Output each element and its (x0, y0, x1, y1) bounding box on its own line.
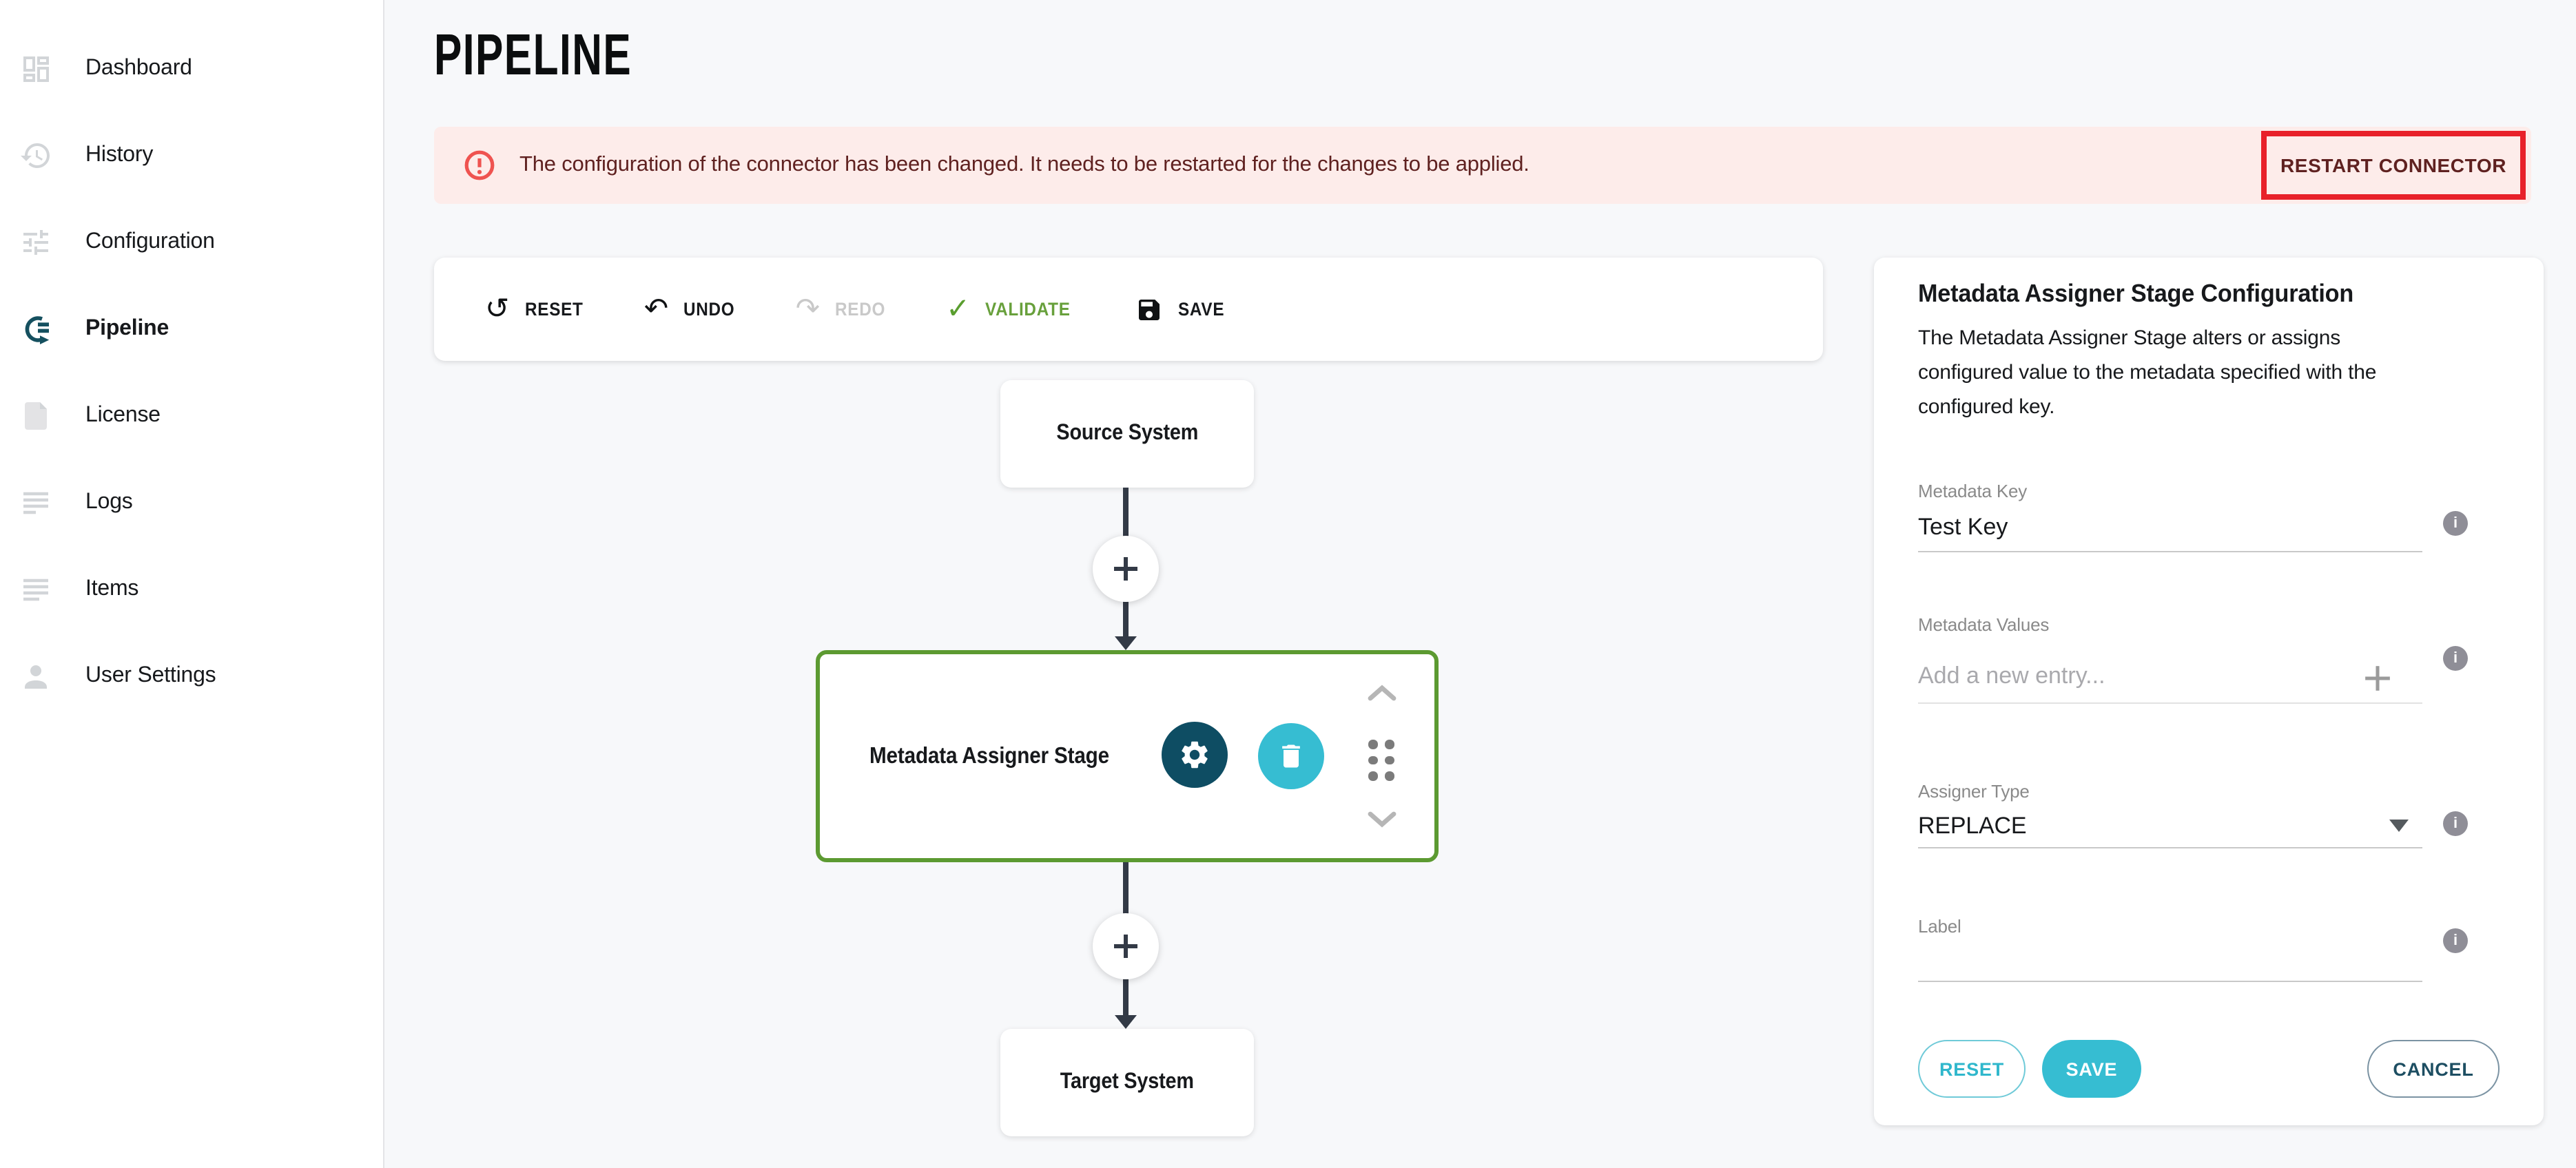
alert-banner: The configuration of the connector has b… (434, 127, 2531, 204)
label-input[interactable] (1918, 946, 2422, 974)
source-system-label: Source System (1056, 421, 1198, 445)
history-icon (21, 143, 50, 168)
sidebar-item-items[interactable]: Items (0, 556, 383, 623)
sidebar-item-label: Configuration (85, 230, 215, 253)
pipeline-icon (25, 316, 50, 344)
redo-icon: ↷ (795, 292, 820, 325)
validate-button[interactable]: ✓ VALIDATE (945, 292, 1080, 325)
sidebar-item-label: Logs (85, 490, 133, 514)
validate-label: VALIDATE (985, 299, 1071, 320)
reset-icon: ↺ (485, 292, 509, 325)
alert-icon (464, 150, 495, 180)
page-title: PIPELINE (434, 22, 632, 87)
add-stage-button-bottom[interactable] (1093, 913, 1159, 979)
save-pipeline-button[interactable]: SAVE (1135, 295, 1229, 323)
metadata-key-info-icon[interactable]: i (2443, 511, 2468, 536)
redo-label: REDO (834, 299, 885, 320)
dashboard-icon (23, 56, 49, 82)
undo-button[interactable]: ↶ UNDO (644, 292, 741, 325)
assigner-type-info-icon[interactable]: i (2443, 811, 2468, 836)
sidebar-item-user-settings[interactable]: User Settings (0, 643, 383, 709)
restart-connector-label: RESTART CONNECTOR (2280, 154, 2507, 176)
stage-drag-handle[interactable] (1368, 740, 1394, 780)
reset-pipeline-button[interactable]: ↺ RESET (485, 292, 589, 325)
metadata-values-info-icon[interactable]: i (2443, 646, 2468, 671)
assigner-type-label: Assigner Type (1918, 781, 2030, 802)
tune-icon (23, 230, 48, 255)
plus-icon (1114, 557, 1137, 581)
items-icon (23, 578, 48, 601)
move-stage-down-button chevron-down-icon[interactable] (1367, 811, 1397, 828)
sidebar-item-logs[interactable]: Logs (0, 470, 383, 536)
sidebar-item-label: Pipeline (85, 317, 169, 340)
sidebar-item-label: History (85, 143, 154, 167)
target-system-node[interactable]: Target System (1000, 1029, 1254, 1136)
field-underline (1918, 702, 2422, 704)
save-label: SAVE (1177, 299, 1224, 320)
undo-label: UNDO (683, 299, 735, 320)
target-system-label: Target System (1060, 1070, 1195, 1094)
metadata-values-input[interactable] (1918, 663, 2359, 690)
stage-configuration-panel: Metadata Assigner Stage Configuration Th… (1874, 258, 2544, 1125)
metadata-key-input[interactable] (1918, 514, 2422, 541)
arrowhead-down-icon (1115, 1015, 1137, 1029)
dropdown-caret-icon[interactable] (2389, 820, 2409, 832)
sidebar-item-license[interactable]: License (0, 383, 383, 449)
logs-icon (23, 492, 48, 514)
check-icon: ✓ (945, 292, 970, 325)
sidebar-item-label: Items (85, 577, 139, 601)
gear-icon (1182, 741, 1208, 769)
stage-settings-button[interactable] (1162, 722, 1228, 788)
field-underline (1918, 981, 2422, 982)
label-field-label: Label (1918, 916, 1961, 937)
sidebar: Dashboard History Configuration Pipeline (0, 0, 384, 1168)
sidebar-item-pipeline[interactable]: Pipeline (0, 296, 383, 362)
add-entry-button plus-icon[interactable] (2363, 664, 2392, 693)
trash-icon (1282, 744, 1300, 768)
source-system-node[interactable]: Source System (1000, 380, 1254, 488)
add-stage-button-top[interactable] (1093, 536, 1159, 602)
arrowhead-down-icon (1115, 636, 1137, 650)
field-underline (1918, 551, 2422, 552)
reset-label: RESET (524, 299, 583, 320)
pipeline-toolbar: ↺ RESET ↶ UNDO ↷ REDO ✓ VALIDATE SAVE (434, 258, 1823, 361)
sidebar-item-configuration[interactable]: Configuration (0, 209, 383, 275)
panel-description: The Metadata Assigner Stage alters or as… (1918, 326, 2377, 419)
panel-save-button[interactable]: SAVE (2042, 1040, 2141, 1098)
sidebar-item-label: License (85, 404, 161, 427)
label-info-icon[interactable]: i (2443, 928, 2468, 953)
stage-delete-button[interactable] (1258, 723, 1324, 789)
license-icon (25, 402, 47, 430)
stage-label: Metadata Assigner Stage (869, 743, 1109, 768)
redo-button[interactable]: ↷ REDO (795, 292, 891, 325)
sidebar-item-label: Dashboard (85, 56, 192, 80)
restart-connector-button[interactable]: RESTART CONNECTOR (2261, 131, 2526, 200)
metadata-values-label: Metadata Values (1918, 614, 2050, 635)
plus-icon (1114, 935, 1137, 958)
panel-cancel-button[interactable]: CANCEL (2367, 1040, 2500, 1098)
user-icon (25, 665, 47, 689)
sidebar-item-label: User Settings (85, 664, 216, 687)
metadata-assigner-stage-node[interactable]: Metadata Assigner Stage (816, 650, 1439, 862)
metadata-key-label: Metadata Key (1918, 481, 2028, 501)
panel-title: Metadata Assigner Stage Configuration (1918, 280, 2354, 307)
assigner-type-select[interactable]: REPLACE (1918, 813, 2027, 839)
move-stage-up-button chevron-up-icon[interactable] (1367, 685, 1397, 701)
floppy-icon (1138, 299, 1160, 320)
sidebar-item-history[interactable]: History (0, 123, 383, 189)
undo-icon: ↶ (644, 292, 669, 325)
field-underline (1918, 847, 2422, 848)
panel-reset-button[interactable]: RESET (1918, 1040, 2026, 1098)
alert-message: The configuration of the connector has b… (519, 153, 1529, 176)
sidebar-item-dashboard[interactable]: Dashboard (0, 36, 383, 102)
